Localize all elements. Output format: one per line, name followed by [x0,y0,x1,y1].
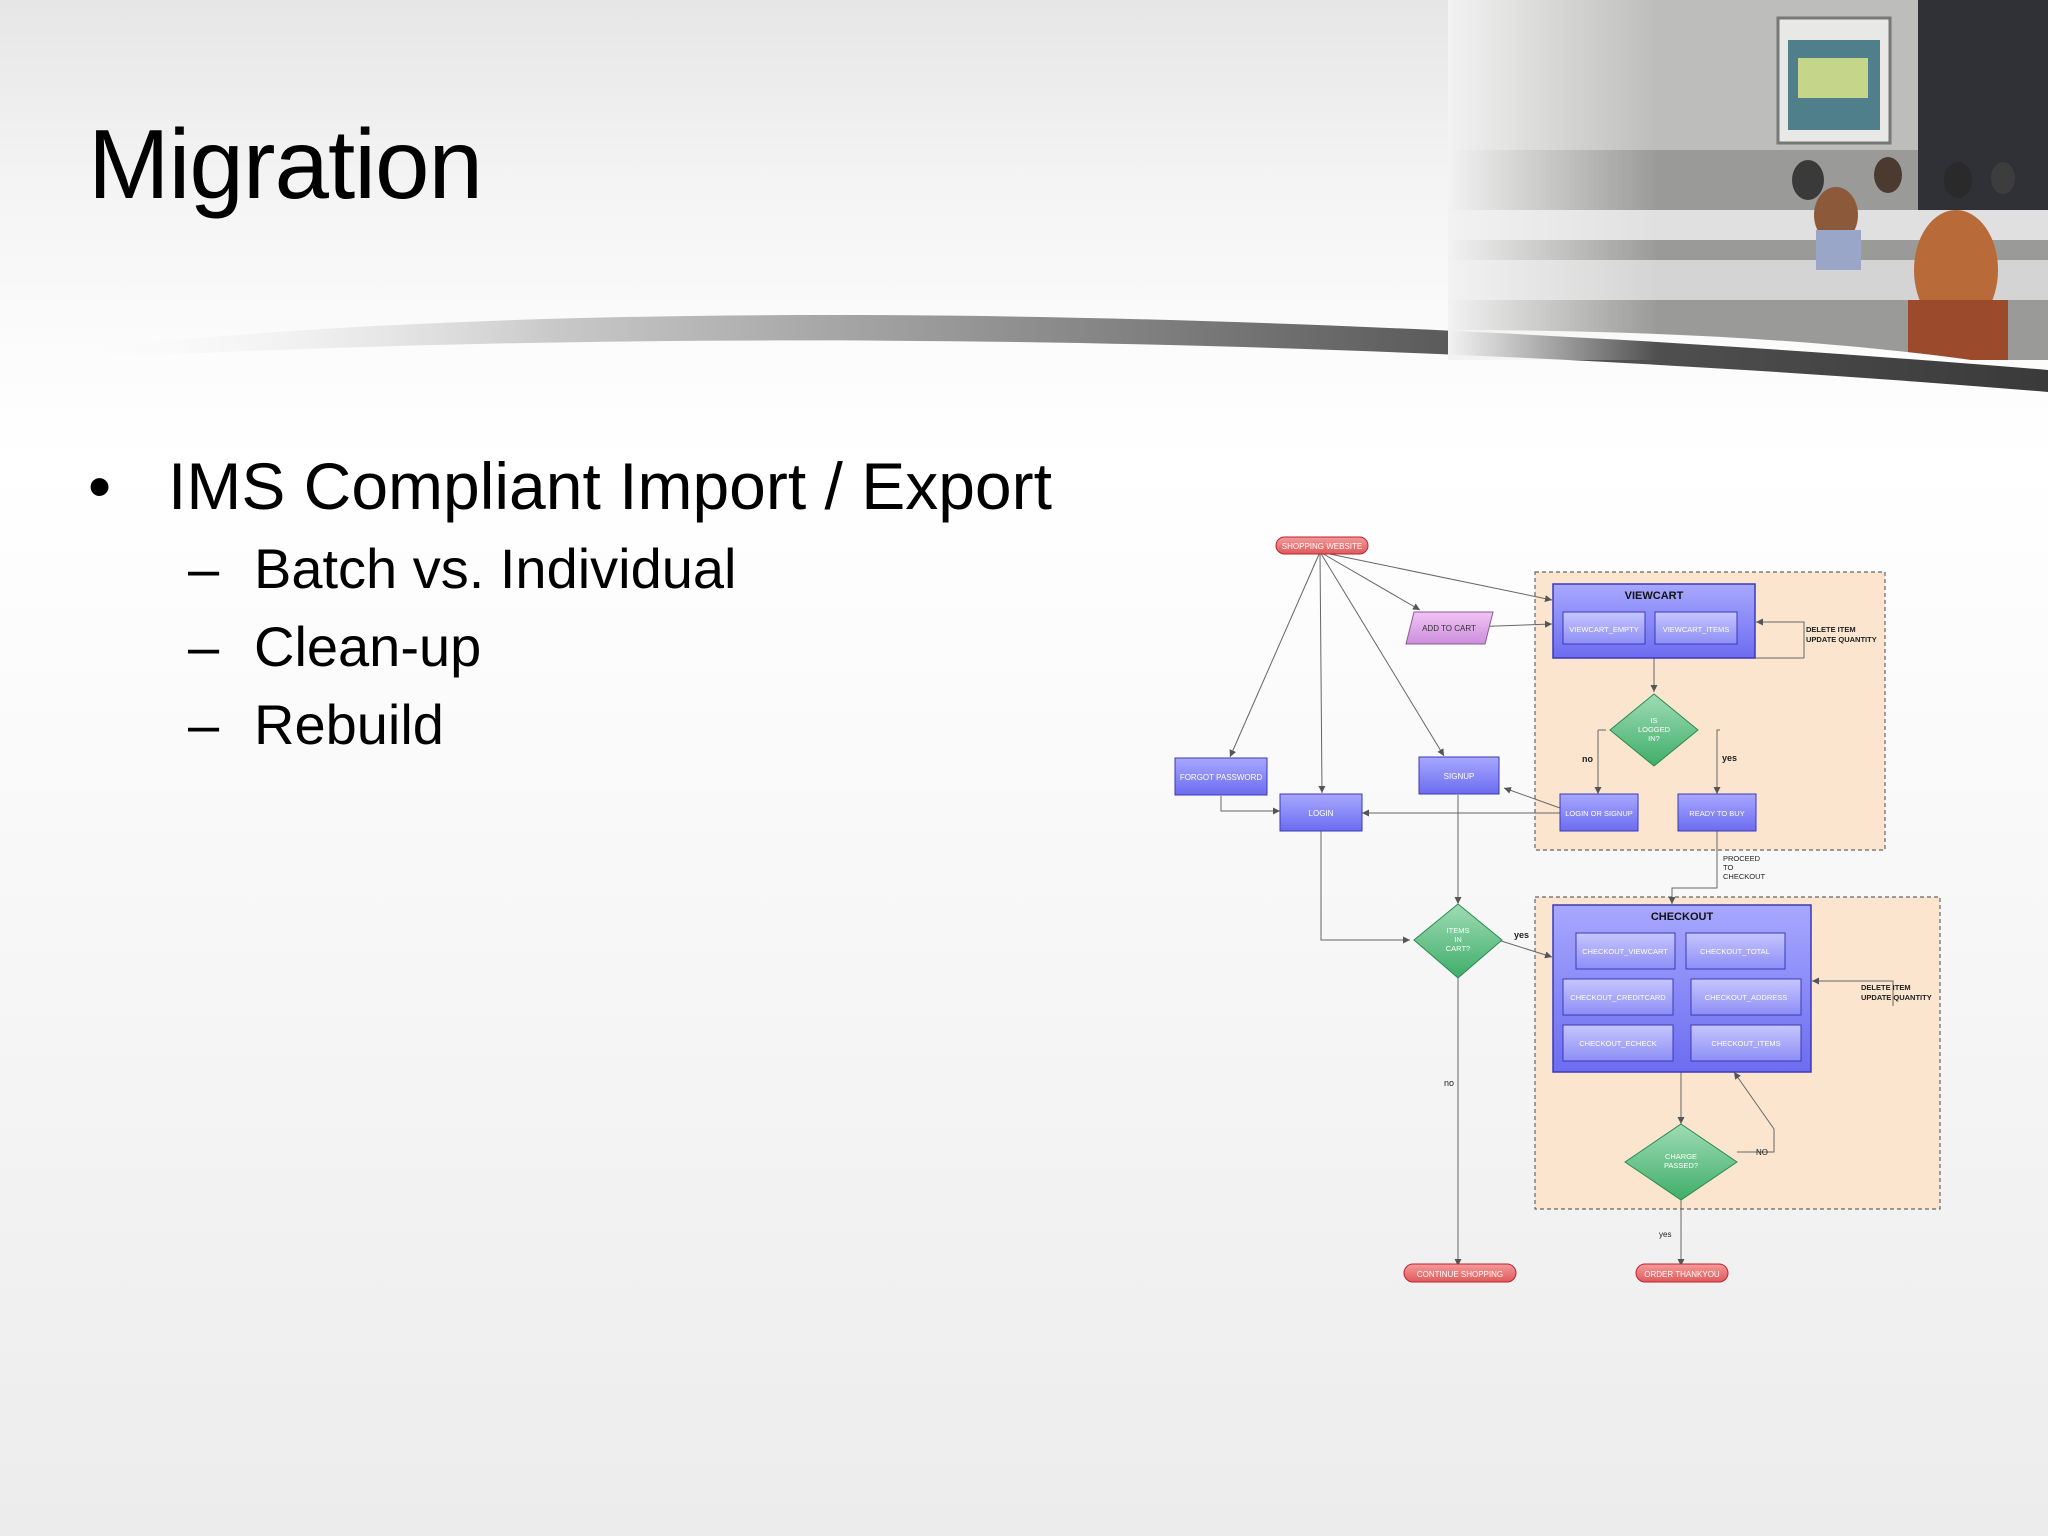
svg-text:CHECKOUT_ITEMS: CHECKOUT_ITEMS [1711,1039,1780,1048]
svg-text:PASSED?: PASSED? [1664,1161,1698,1170]
svg-text:IS: IS [1650,716,1657,725]
svg-text:CHECKOUT_CREDITCARD: CHECKOUT_CREDITCARD [1570,993,1666,1002]
continue-shopping-label: CONTINUE SHOPPING [1417,1270,1503,1279]
flow-connectors [1220,551,1894,1266]
ready-to-buy-node: READY TO BUY [1677,793,1757,832]
svg-text:CHECKOUT_ECHECK: CHECKOUT_ECHECK [1579,1039,1657,1048]
sub-bullet-text: Rebuild [254,693,444,756]
shopping-website-label: SHOPPING WEBSITE [1282,542,1362,551]
add-to-cart-node: ADD TO CART [1405,611,1494,645]
svg-text:CART?: CART? [1446,944,1470,953]
svg-text:CHECKOUT_VIEWCART: CHECKOUT_VIEWCART [1582,947,1668,956]
svg-text:ITEMS: ITEMS [1447,926,1470,935]
viewcart-node: VIEWCART VIEWCART_EMPTY VIEWCART_ITEMS [1552,583,1756,659]
bullet-item: • IMS Compliant Import / Export [88,448,1052,536]
add-to-cart-label: ADD TO CART [1422,624,1476,633]
charge-no-label: NO [1756,1148,1768,1157]
items-yes-label: yes [1514,930,1529,940]
is-logged-in-decision: IS LOGGED IN? [1609,693,1699,767]
bullet-text: IMS Compliant Import / Export [168,449,1052,523]
flowchart: SHOPPING WEBSITE CONTINUE SHOPPING ORDER… [1174,536,1941,1283]
items-no-label: no [1444,1078,1454,1088]
proceed-label-2: TO [1723,863,1733,872]
charge-passed-decision: CHARGE PASSED? [1624,1123,1738,1201]
bullet-dot-icon: • [88,449,112,523]
viewcart-update-quantity-label: UPDATE QUANTITY [1806,635,1877,644]
sub-bullet-dash-icon: – [188,615,220,678]
svg-text:LOGIN OR SIGNUP: LOGIN OR SIGNUP [1565,809,1633,818]
checkout-delete-item-label: DELETE ITEM [1861,983,1911,992]
sub-bullet-text: Clean-up [254,615,482,678]
login-node: LOGIN [1279,793,1363,832]
svg-text:IN: IN [1454,935,1462,944]
checkout-node: CHECKOUT CHECKOUT_VIEWCART CHECKOUT_TOTA… [1552,904,1812,1073]
slide-title: Migration [88,109,483,219]
proceed-label-1: PROCEED [1723,854,1761,863]
viewcart-delete-item-label: DELETE ITEM [1806,625,1856,634]
start-terminator: SHOPPING WEBSITE [1275,536,1369,555]
viewcart-title: VIEWCART [1625,590,1684,602]
svg-text:CHARGE: CHARGE [1665,1152,1697,1161]
forgot-password-node: FORGOT PASSWORD [1174,757,1268,796]
svg-text:LOGIN: LOGIN [1309,809,1334,818]
classroom-photo [1448,0,2048,360]
signup-node: SIGNUP [1418,756,1500,795]
svg-text:READY TO BUY: READY TO BUY [1689,809,1744,818]
charge-yes-label: yes [1659,1230,1671,1239]
logged-in-no-label: no [1582,754,1593,764]
svg-text:CHECKOUT_ADDRESS: CHECKOUT_ADDRESS [1705,993,1788,1002]
items-in-cart-decision: ITEMS IN CART? [1413,903,1503,979]
sub-bullet-dash-icon: – [188,693,220,756]
sub-bullet-dash-icon: – [188,537,220,600]
svg-text:FORGOT PASSWORD: FORGOT PASSWORD [1180,773,1263,782]
continue-shopping-terminator: CONTINUE SHOPPING [1403,1263,1517,1283]
svg-text:SIGNUP: SIGNUP [1444,772,1475,781]
svg-text:IN?: IN? [1648,734,1660,743]
order-thankyou-label: ORDER THANKYOU [1644,1270,1720,1279]
order-thankyou-terminator: ORDER THANKYOU [1635,1263,1729,1283]
sub-bullet-text: Batch vs. Individual [254,537,737,600]
login-or-signup-node: LOGIN OR SIGNUP [1559,793,1639,832]
bullet-list: • IMS Compliant Import / Export – Batch … [88,448,1052,770]
proceed-label-3: CHECKOUT [1723,872,1766,881]
logged-in-yes-label: yes [1722,753,1737,763]
viewcart-empty-label: VIEWCART_EMPTY [1569,625,1638,634]
checkout-title: CHECKOUT [1651,911,1714,923]
svg-text:LOGGED: LOGGED [1638,725,1671,734]
checkout-update-quantity-label: UPDATE QUANTITY [1861,993,1932,1002]
svg-text:CHECKOUT_TOTAL: CHECKOUT_TOTAL [1700,947,1770,956]
viewcart-items-label: VIEWCART_ITEMS [1663,625,1730,634]
header-swoosh [60,315,2048,392]
